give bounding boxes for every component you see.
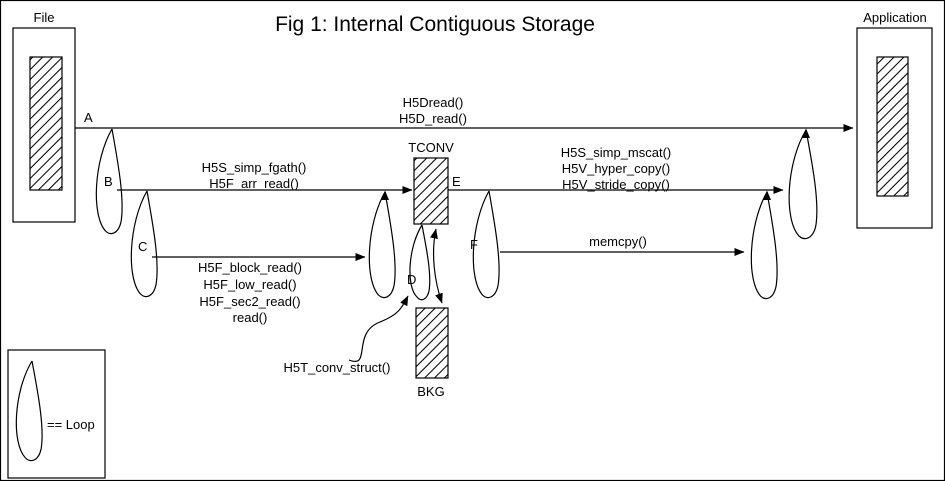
application-label: Application	[863, 10, 927, 25]
label-memcpy: memcpy()	[589, 234, 647, 249]
label-h5d-read: H5D_read()	[399, 111, 467, 126]
legend: == Loop	[7, 349, 106, 479]
file-box	[12, 27, 76, 223]
file-node: File	[12, 10, 76, 223]
figure-title: Fig 1: Internal Contiguous Storage	[275, 13, 595, 36]
call-arrow-d: D H5T_conv_struct()	[284, 228, 443, 375]
loop-under-d	[409, 224, 431, 301]
loop-return-to-b	[368, 191, 396, 299]
label-h5f-arr-read: H5F_arr_read()	[209, 176, 299, 191]
tconv-label: TCONV	[408, 140, 454, 155]
loop-under-b	[130, 190, 158, 298]
label-h5s-simp-fgath: H5S_simp_fgath()	[202, 160, 307, 175]
loop-under-a	[95, 128, 123, 235]
application-buffer-hatch	[876, 56, 909, 197]
legend-box	[7, 349, 106, 479]
arrow-d-doubleline	[430, 228, 443, 304]
label-h5t-conv-struct: H5T_conv_struct()	[284, 360, 391, 375]
call-marker-a: A	[84, 110, 93, 125]
tconv-buffer-hatch	[413, 157, 449, 225]
conv-callout-arrow	[348, 295, 409, 363]
loop-under-e	[472, 190, 500, 299]
file-buffer-hatch	[29, 56, 63, 191]
loop-return-to-a-arrowhead	[802, 128, 810, 138]
bkg-node: BKG	[415, 307, 449, 399]
label-h5f-low-read: H5F_low_read()	[203, 277, 296, 292]
label-h5f-block-read: H5F_block_read()	[198, 260, 302, 275]
call-marker-b: B	[104, 174, 113, 189]
legend-loop-symbol	[15, 360, 43, 462]
bkg-label: BKG	[417, 384, 444, 399]
file-label: File	[34, 10, 55, 25]
call-arrow-a: A H5Dread() H5D_read()	[75, 95, 854, 132]
call-marker-d: D	[407, 272, 416, 287]
call-arrow-b: B H5S_simp_fgath() H5F_arr_read()	[104, 160, 413, 194]
label-h5v-stride-copy: H5V_stride_copy()	[562, 177, 670, 192]
loop-return-to-a	[788, 129, 818, 240]
label-h5dread: H5Dread()	[403, 95, 464, 110]
call-arrow-c: C H5F_block_read() H5F_low_read() H5F_se…	[138, 239, 366, 325]
label-h5v-hyper-copy: H5V_hyper_copy()	[562, 161, 670, 176]
label-h5f-sec2-read: H5F_sec2_read()	[199, 294, 300, 309]
legend-label: == Loop	[47, 417, 95, 432]
loop-return-to-e-arrowhead	[763, 190, 771, 200]
call-marker-c: C	[138, 239, 147, 254]
application-node: Application	[856, 10, 933, 229]
bkg-buffer-hatch	[415, 307, 449, 379]
label-read: read()	[233, 310, 268, 325]
tconv-node: TCONV	[408, 140, 454, 225]
loop-return-to-e	[750, 191, 778, 300]
application-box	[856, 27, 933, 229]
call-arrow-e: E H5S_simp_mscat() H5V_hyper_copy() H5V_…	[448, 145, 784, 194]
call-marker-e: E	[452, 174, 461, 189]
label-h5s-simp-mscat: H5S_simp_mscat()	[561, 145, 672, 160]
loop-return-to-b-arrowhead	[381, 190, 389, 200]
